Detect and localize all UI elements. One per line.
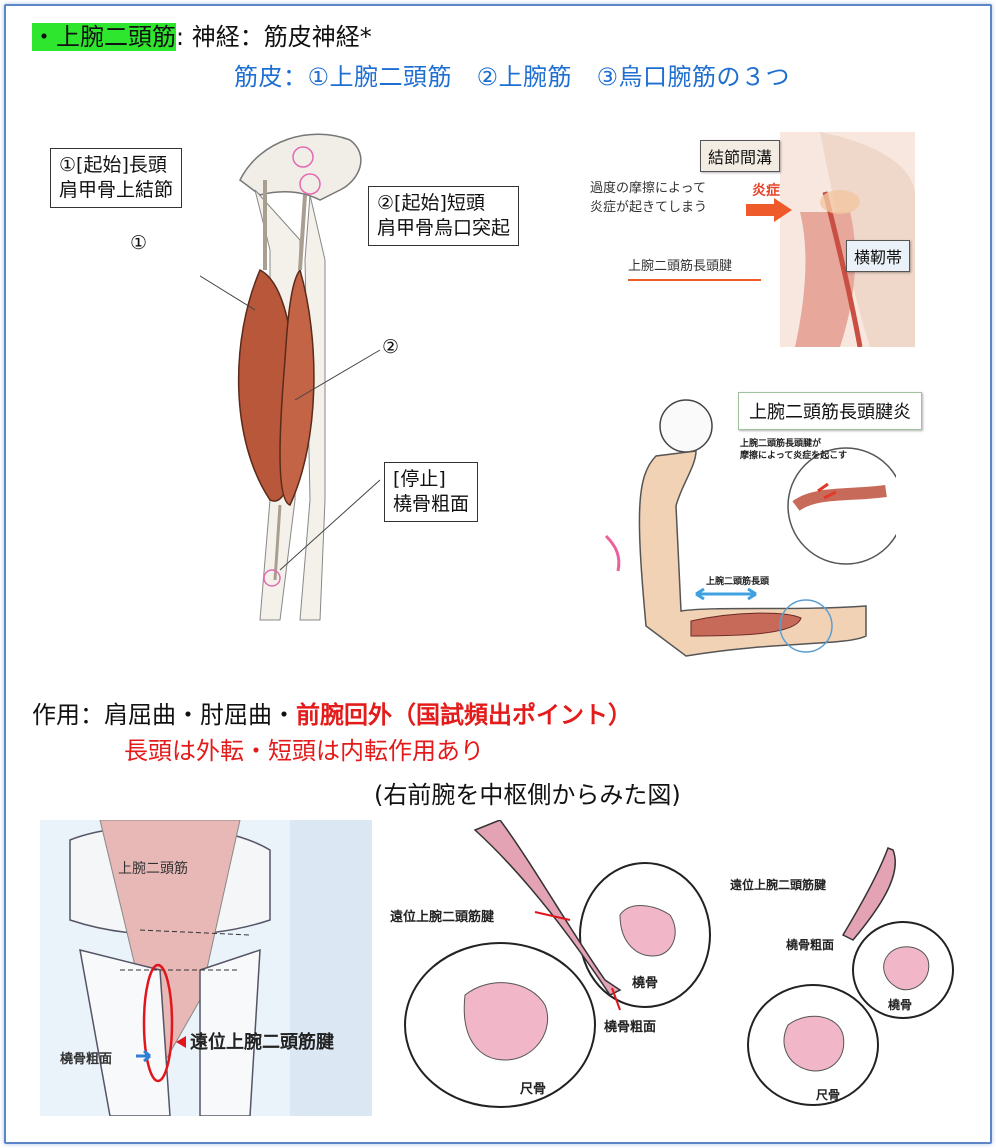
action-line: 作用：肩屈曲・肘屈曲・前腕回外（国試頻出ポイント） [32, 700, 632, 730]
friction-note-2: 炎症が起きてしまう [590, 200, 708, 215]
long-head-tendon-label: 上腕二頭筋長頭腱 [628, 259, 733, 274]
ligament-label: 横靭帯 [846, 240, 911, 272]
origin-short-head-site: 肩甲骨烏口突起 [377, 217, 511, 239]
forearm-cross-section-right [728, 830, 982, 1116]
musculocutaneous-list: 筋皮：①上腕二頭筋 ②上腕筋 ③烏口腕筋の３つ [234, 63, 791, 91]
inflammation-label: 炎症 [752, 183, 780, 199]
origin-short-head-label: ②[起始]短頭 肩甲骨烏口突起 [368, 186, 520, 246]
distal-tendon-mid-label: 遠位上腕二頭筋腱 [390, 910, 495, 925]
origin-long-head-site: 肩甲骨上結節 [59, 179, 174, 201]
tendinitis-title-box: 上腕二頭筋長頭腱炎 [738, 392, 922, 430]
radial-tuberosity-mid-label: 橈骨粗面 [604, 1020, 657, 1035]
origin-long-head-label: ①[起始]長頭 肩甲骨上結節 [50, 148, 183, 208]
view-caption: (右前腕を中枢側からみた図) [374, 781, 681, 809]
insertion-title: [停止] [393, 468, 446, 490]
biceps-label: 上腕二頭筋 [118, 861, 188, 877]
callout-line-2: 摩擦によって炎症を起こす [740, 451, 848, 461]
friction-note-1: 過度の摩擦によって [590, 181, 706, 196]
origin-short-head-title: ②[起始]短頭 [377, 192, 485, 214]
insertion-site: 橈骨粗面 [393, 493, 470, 515]
origin-long-head-title: ①[起始]長頭 [59, 154, 167, 176]
radial-tuberosity-left-label: 橈骨粗面 [60, 1052, 113, 1067]
muscle-title: ・上腕二頭筋 [32, 23, 176, 51]
distal-tendon-arrow-label: 遠位上腕二頭筋腱 [190, 1032, 334, 1053]
title-line: ・上腕二頭筋: 神経：筋皮神経* [32, 22, 372, 52]
biceps-arm-illustration [200, 133, 381, 621]
inflammation-arrow-icon [746, 198, 792, 222]
radial-tuberosity-right-label: 橈骨粗面 [786, 938, 835, 952]
ulna-mid-label: 尺骨 [520, 1082, 547, 1097]
marker-1: ① [130, 232, 148, 254]
long-head-label: 上腕二頭筋長頭 [706, 577, 770, 587]
forearm-cross-section-mid [380, 820, 725, 1116]
radius-mid-label: 橈骨 [632, 976, 659, 991]
tendon-underline [628, 279, 761, 281]
distal-tendon-right-label: 遠位上腕二頭筋腱 [730, 878, 827, 892]
groove-label: 結節間溝 [700, 140, 781, 172]
insertion-label: [停止] 橈骨粗面 [384, 462, 479, 522]
callout-line-1: 上腕二頭筋長頭腱が [740, 439, 822, 449]
shoulder-groove-illustration [780, 132, 915, 347]
nerve-text: : 神経：筋皮神経* [176, 23, 372, 51]
elbow-insertion-illustration [40, 820, 372, 1116]
marker-2: ② [382, 336, 400, 358]
ulna-right-label: 尺骨 [816, 1088, 841, 1102]
action-note: 長頭は外転・短頭は内転作用あり [124, 737, 484, 765]
tendinitis-arm-illustration [604, 399, 896, 657]
radius-right-label: 橈骨 [888, 998, 913, 1012]
action-highlight: 前腕回外（国試頻出ポイント） [296, 701, 632, 729]
action-prefix: 作用：肩屈曲・肘屈曲・ [32, 701, 296, 729]
